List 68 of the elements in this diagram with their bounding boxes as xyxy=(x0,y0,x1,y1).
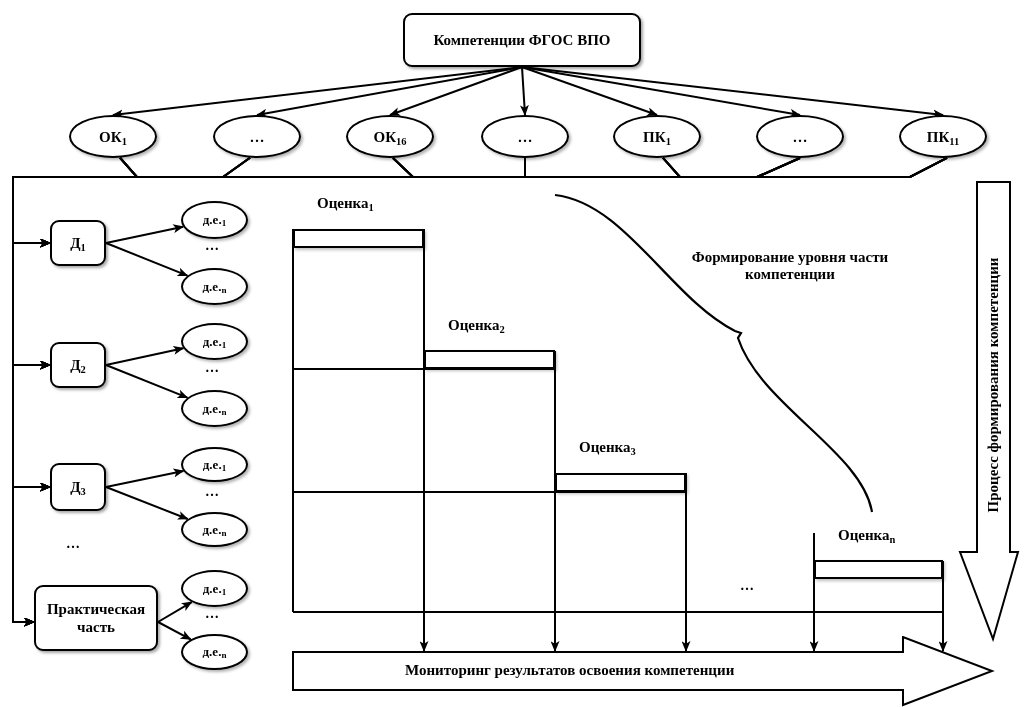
arrow xyxy=(105,468,185,488)
ellipsis-text: … xyxy=(740,578,754,594)
competency-ellipse xyxy=(346,115,434,158)
arrow xyxy=(157,621,192,641)
discipline-box xyxy=(50,463,106,511)
ellipse-label: ПК$_{11}$ xyxy=(926,127,960,146)
ellipse-label: д.е.$_{n}$ xyxy=(202,278,227,295)
box-label: Д$_{2}$ xyxy=(70,356,86,374)
arrow xyxy=(809,578,819,652)
ellipse-label: д.е.$_{1}$ xyxy=(202,456,227,473)
arrow xyxy=(12,156,948,627)
bar-heading: Оценка$_{3}$ xyxy=(579,439,636,456)
ellipse-label: д.е.$_{n}$ xyxy=(202,521,227,538)
ellipsis-text: … xyxy=(205,484,219,500)
unit-ellipse xyxy=(181,390,248,427)
ellipsis-text: … xyxy=(205,360,219,376)
ellipse-label: д.е.$_{1}$ xyxy=(202,212,227,228)
unit-ellipse xyxy=(181,634,248,670)
box-label: Практическая часть xyxy=(45,600,147,636)
competency-ellipse xyxy=(613,115,701,158)
arrow xyxy=(105,486,189,520)
title-box xyxy=(403,13,641,67)
arrow xyxy=(521,66,658,116)
ellipse-label: ОК$_{16}$ xyxy=(373,127,407,146)
ellipsis-text: … xyxy=(205,238,219,254)
unit-ellipse xyxy=(181,447,248,482)
ellipse-label: д.е.$_{1}$ xyxy=(202,333,227,350)
arrow xyxy=(938,578,948,652)
unit-ellipse xyxy=(181,201,248,239)
annotation-text: Формирование уровня части компетенции xyxy=(690,249,890,283)
competency-ellipse xyxy=(69,115,157,158)
bar-heading: Оценка$_{n}$ xyxy=(838,527,896,544)
arrow xyxy=(519,66,529,116)
ellipse-label: д.е.$_{n}$ xyxy=(202,644,227,660)
arrow-label: Мониторинг результатов освоения компетенции xyxy=(405,662,735,679)
arrow xyxy=(681,491,691,652)
ellipse-label: … xyxy=(517,127,533,146)
bar-heading: Оценка$_{1}$ xyxy=(317,195,374,212)
unit-ellipse xyxy=(181,512,248,547)
arrow xyxy=(105,345,185,366)
unit-ellipse xyxy=(181,323,248,360)
competency-ellipse xyxy=(756,115,844,158)
arrow xyxy=(105,242,189,277)
arrow xyxy=(105,224,185,244)
box-label: Д$_{1}$ xyxy=(70,234,86,252)
arrow-label: Процесс формирования компетенции xyxy=(984,257,1002,513)
ellipse-label: д.е.$_{n}$ xyxy=(202,400,227,417)
competency-ellipse xyxy=(481,115,569,158)
ellipse-label: … xyxy=(249,127,265,146)
ellipsis-text: … xyxy=(66,536,80,552)
arrow xyxy=(157,601,193,623)
discipline-box xyxy=(50,220,106,266)
discipline-box xyxy=(34,585,158,651)
ellipse-label: … xyxy=(792,127,808,146)
box-label: Компетенции ФГОС ВПО xyxy=(433,31,611,49)
box-label: Д$_{3}$ xyxy=(70,478,86,496)
ellipse-label: ОК$_{1}$ xyxy=(99,127,127,146)
arrow xyxy=(389,66,523,116)
ellipsis-text: … xyxy=(205,606,219,622)
bar-heading: Оценка$_{2}$ xyxy=(448,317,505,334)
ellipse-label: ПК$_{1}$ xyxy=(643,127,671,146)
ellipse-label: д.е.$_{1}$ xyxy=(202,580,227,597)
unit-ellipse xyxy=(181,570,248,607)
competency-ellipse xyxy=(213,115,301,158)
discipline-box xyxy=(50,342,106,388)
arrow xyxy=(105,364,189,399)
unit-ellipse xyxy=(181,268,248,305)
competency-ellipse xyxy=(899,115,987,158)
